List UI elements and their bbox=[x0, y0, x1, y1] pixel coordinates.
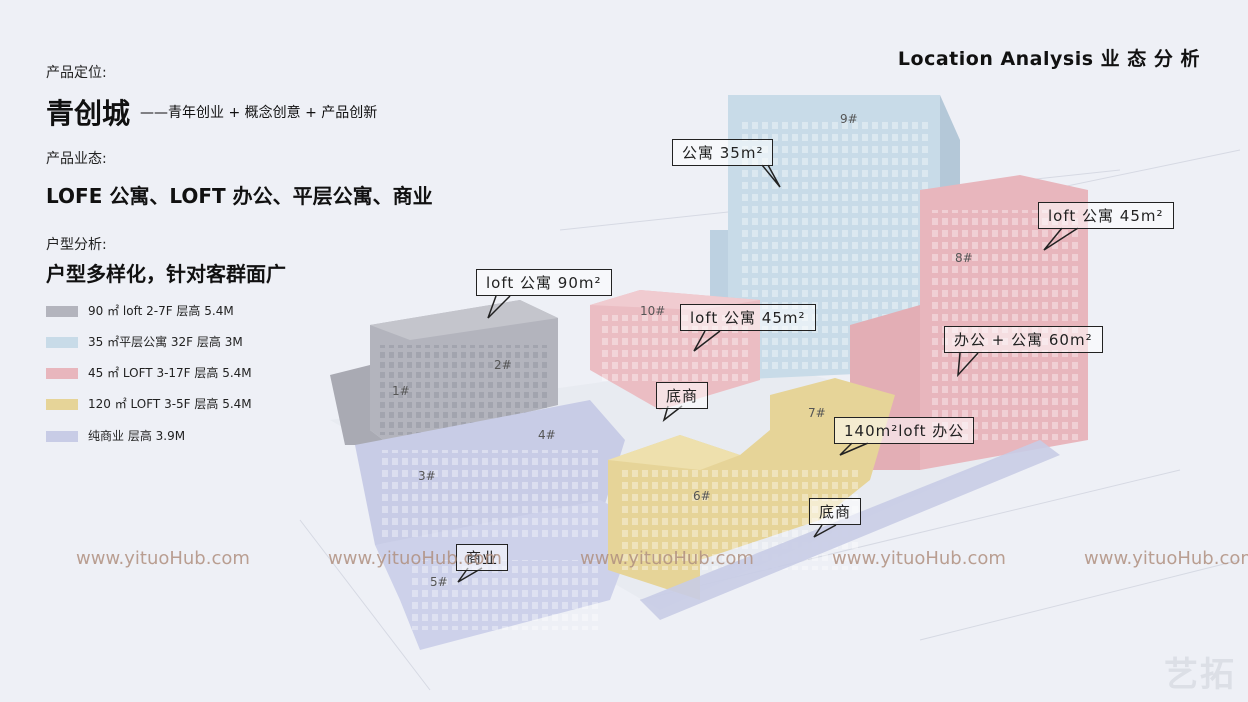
formats-label: 产品业态: bbox=[46, 151, 107, 167]
building-number-2: 2# bbox=[494, 358, 512, 372]
building-number-5: 5# bbox=[430, 575, 448, 589]
building-number-6: 6# bbox=[693, 489, 711, 503]
building-number-9: 9# bbox=[840, 112, 858, 126]
callout-2: loft 公寓 90m² bbox=[476, 269, 612, 296]
callout-7: 140m²loft 办公 bbox=[834, 417, 975, 444]
building-3-4-5 bbox=[355, 400, 640, 650]
callout-shop-1: 底商 bbox=[656, 382, 709, 409]
podium-strip bbox=[640, 440, 1060, 620]
building-number-4: 4# bbox=[538, 428, 556, 442]
building-1-2 bbox=[330, 300, 558, 445]
watermark-text: www.yituoHub.com bbox=[76, 548, 250, 569]
unit-analysis-label: 户型分析: bbox=[46, 237, 107, 253]
brand-slogan: ——青年创业 + 概念创意 + 产品创新 bbox=[140, 105, 378, 121]
unit-analysis-value: 户型多样化，针对客群面广 bbox=[46, 262, 286, 286]
building-number-1: 1# bbox=[392, 384, 410, 398]
legend-text: 35 ㎡平层公寓 32F 层高 3M bbox=[88, 335, 243, 349]
page-title: Location Analysis 业 态 分 析 bbox=[897, 48, 1200, 70]
watermark-logo: 艺拓 bbox=[1164, 655, 1236, 695]
building-number-3: 3# bbox=[418, 469, 436, 483]
legend-swatch-grey bbox=[46, 306, 78, 317]
formats-value: LOFE 公寓、LOFT 办公、平层公寓、商业 bbox=[46, 184, 433, 208]
legend-swatch-lavender bbox=[46, 431, 78, 442]
callout-5: 商业 bbox=[456, 544, 509, 571]
watermark-text: www.yituoHub.com bbox=[328, 548, 502, 569]
callout-8b: 办公 + 公寓 60m² bbox=[944, 326, 1103, 353]
legend-text: 纯商业 层高 3.9M bbox=[88, 429, 186, 443]
building-number-8: 8# bbox=[955, 251, 973, 265]
watermark-text: www.yituoHub.com bbox=[1084, 548, 1248, 569]
legend-text: 45 ㎡ LOFT 3-17F 层高 5.4M bbox=[88, 366, 252, 380]
callout-9: 公寓 35m² bbox=[672, 139, 774, 166]
callout-10: loft 公寓 45m² bbox=[680, 304, 816, 331]
legend-text: 120 ㎡ LOFT 3-5F 层高 5.4M bbox=[88, 397, 252, 411]
positioning-label: 产品定位: bbox=[46, 65, 107, 81]
watermark-text: www.yituoHub.com bbox=[832, 548, 1006, 569]
building-number-7: 7# bbox=[808, 406, 826, 420]
legend-swatch-blue bbox=[46, 337, 78, 348]
callout-8: loft 公寓 45m² bbox=[1038, 202, 1174, 229]
legend-swatch-pink bbox=[46, 368, 78, 379]
brand-name: 青创城 bbox=[46, 97, 131, 130]
callout-shop-2: 底商 bbox=[809, 498, 862, 525]
building-number-10: 10# bbox=[640, 304, 666, 318]
legend-swatch-yellow bbox=[46, 399, 78, 410]
legend-text: 90 ㎡ loft 2-7F 层高 5.4M bbox=[88, 304, 234, 318]
watermark-text: www.yituoHub.com bbox=[580, 548, 754, 569]
